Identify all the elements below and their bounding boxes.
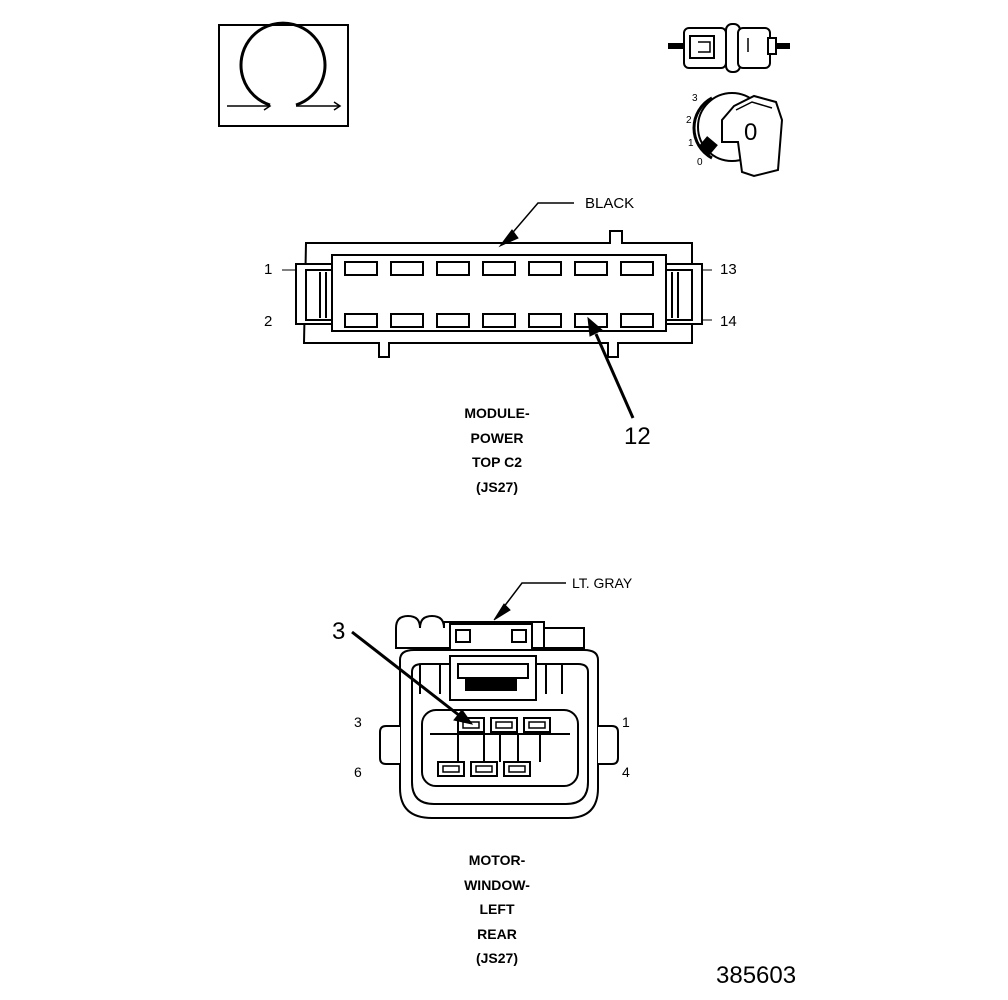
ignition-position-3: 3 [692,93,698,104]
ohm-symbol-icon [218,21,349,127]
callout-pin-12: 12 [624,423,651,450]
pin-label-4: 4 [622,764,630,780]
connector-title-motor-window: MOTOR- WINDOW- LEFT REAR (JS27) [417,848,577,971]
ignition-key-icon [692,92,784,178]
title-line: MODULE- [464,405,530,421]
callout-arrow-pin-12 [587,316,635,419]
title-line: TOP C2 [471,454,523,470]
pin-label-14: 14 [720,313,737,330]
pin-label-3: 3 [354,714,362,730]
connector-color-black: BLACK [585,195,635,212]
color-leader-lt-gray [493,582,566,621]
connector-disconnect-icon [668,23,790,73]
ignition-position-2: 2 [686,115,692,126]
color-leader-black [498,202,574,248]
pin-label-13: 13 [720,261,737,278]
ignition-position-1: 1 [688,138,694,149]
title-line: (JS27) [475,950,519,966]
pin-label-1: 1 [264,261,273,278]
terminal-row-bottom [344,313,654,328]
figure-number: 385603 [716,962,797,989]
pin-label-1-bottom: 1 [622,714,630,730]
ignition-position-0: 0 [697,157,703,168]
pin-label-2: 2 [264,313,273,330]
connector-module-power-top-c2 [282,230,712,358]
title-line: MOTOR- [468,852,526,868]
title-line: (JS27) [475,478,519,495]
terminal-row-top [457,717,551,733]
ignition-key-label: 0 [744,119,758,146]
connector-title-module-power: MODULE- POWER TOP C2 (JS27) [417,401,577,499]
callout-arrow-pin-3 [351,630,474,725]
terminal-row-bottom [437,761,531,777]
title-line: LEFT [479,901,515,917]
title-line: WINDOW- [464,876,530,893]
title-line: POWER [470,429,524,446]
callout-pin-3: 3 [332,618,346,645]
connector-color-lt-gray: LT. GRAY [572,575,633,591]
title-line: REAR [477,925,517,942]
terminal-row-top [344,261,654,276]
connector-motor-window-left-rear [379,614,619,819]
pin-label-6: 6 [354,764,362,780]
